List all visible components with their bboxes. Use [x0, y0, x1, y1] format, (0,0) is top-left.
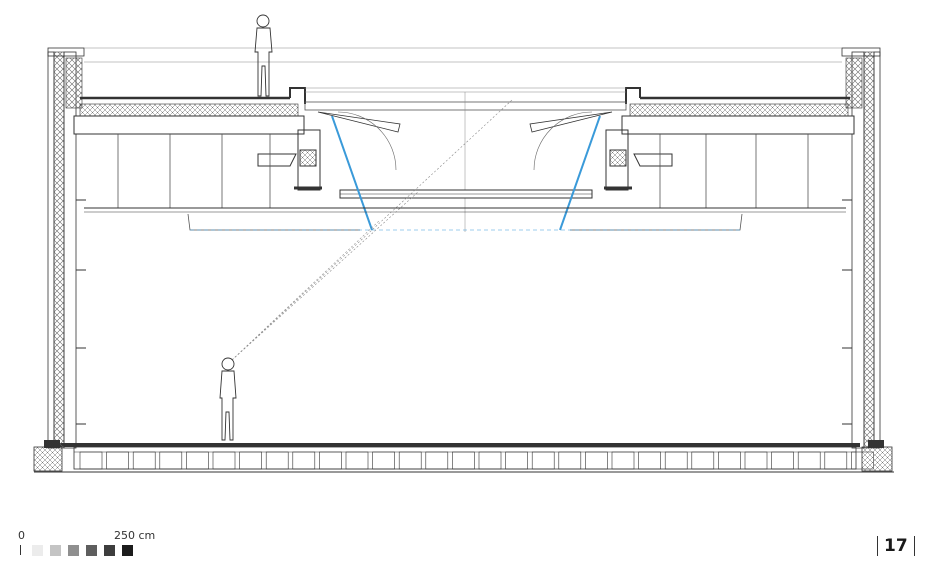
left-wall: [44, 47, 85, 449]
floor-cell: [797, 451, 821, 470]
suspended-ceiling: [84, 134, 846, 231]
page-number: 17: [877, 536, 915, 556]
floor-cell: [186, 451, 209, 470]
floor-cell: [239, 451, 262, 470]
scale-swatch: [68, 545, 79, 556]
right-wall: [841, 47, 884, 449]
floor-cell: [372, 451, 395, 470]
floor-cell: [398, 451, 422, 470]
floor-cell: [505, 451, 528, 470]
roof-left: [73, 87, 306, 135]
person-looking-up-figure: [219, 357, 237, 441]
floor-cell: [638, 451, 661, 470]
floor-cell: [425, 451, 449, 470]
roof-right: [621, 87, 855, 135]
floor-cell: [452, 451, 475, 470]
floor-cell: [585, 451, 608, 470]
floor-cell: [212, 451, 236, 470]
floor-cell: [664, 451, 688, 470]
floor-cell: [558, 451, 582, 470]
floor-cell: [132, 451, 156, 470]
scale-max-label: 250 cm: [114, 529, 156, 542]
floor-cell: [265, 451, 289, 470]
floor-cell: [292, 451, 316, 470]
floor-slab: [33, 443, 894, 473]
floor-cell: [159, 451, 183, 470]
floor-cell: [771, 451, 794, 470]
floor-cell: [824, 451, 848, 470]
floor-cell: [744, 451, 768, 470]
person-on-roof-figure: [254, 14, 273, 97]
floor-cell: [106, 451, 129, 470]
floor-cell: [718, 451, 741, 470]
sight-lines: [231, 99, 513, 361]
scale-zero-label: 0: [18, 529, 25, 542]
roof-guide-lines: [84, 47, 842, 93]
scale-swatch: [86, 545, 97, 556]
floor-cell: [531, 451, 555, 470]
floor-cell: [79, 451, 103, 470]
floor-cell: [611, 451, 635, 470]
floor-cell: [345, 451, 369, 470]
scale-swatch: [122, 545, 133, 556]
scale-swatch: [32, 545, 43, 556]
floor-cell: [691, 451, 715, 470]
steel-beams: [257, 129, 673, 191]
floor-cell: [478, 451, 502, 470]
scale-swatch: [50, 545, 61, 556]
scale-bar: 0 250 cm: [18, 529, 218, 559]
floor-cell: [319, 451, 342, 470]
wall-anchors: [76, 129, 852, 425]
skylight: [304, 92, 627, 232]
scale-swatch: [104, 545, 115, 556]
scale-start-tick: [20, 545, 21, 555]
